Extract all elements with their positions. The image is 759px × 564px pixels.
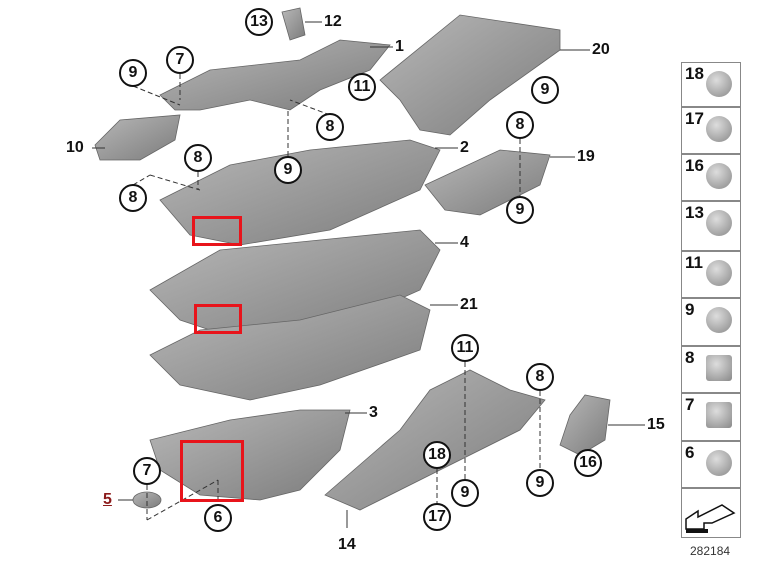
label[interactable]: 21 bbox=[460, 296, 478, 313]
part-15-bracket bbox=[559, 394, 611, 456]
callout[interactable]: 8 bbox=[316, 113, 344, 141]
legend-item[interactable]: 8 bbox=[681, 346, 741, 393]
label[interactable]: 14 bbox=[338, 536, 356, 553]
legend-item[interactable]: 18 bbox=[681, 62, 741, 107]
diagram-id: 282184 bbox=[690, 544, 731, 558]
legend-label: 11 bbox=[685, 253, 703, 272]
callout[interactable]: 7 bbox=[166, 46, 194, 74]
callout[interactable]: 16 bbox=[574, 449, 602, 477]
callout[interactable]: 8 bbox=[119, 184, 147, 212]
highlight-box bbox=[192, 216, 242, 246]
legend-item[interactable]: 17 bbox=[681, 107, 741, 154]
expansion-rivet-icon bbox=[706, 116, 732, 142]
direction-arrow-icon bbox=[685, 504, 736, 533]
hex-bolt-icon bbox=[706, 450, 732, 476]
part-14-rear-cover bbox=[324, 369, 546, 511]
label[interactable]: 2 bbox=[460, 139, 469, 156]
callout[interactable]: 9 bbox=[506, 196, 534, 224]
part-12-bracket bbox=[281, 7, 306, 41]
plug-icon bbox=[706, 210, 732, 236]
label[interactable]: 15 bbox=[647, 416, 665, 433]
callout[interactable]: 9 bbox=[119, 59, 147, 87]
callout[interactable]: 9 bbox=[526, 469, 554, 497]
label[interactable]: 3 bbox=[369, 404, 378, 421]
direction-arrow-box bbox=[681, 488, 741, 538]
legend-label: 8 bbox=[685, 348, 695, 367]
callout[interactable]: 18 bbox=[423, 441, 451, 469]
legend-item[interactable]: 16 bbox=[681, 154, 741, 201]
legend-item[interactable]: 6 bbox=[681, 441, 741, 488]
callout[interactable]: 8 bbox=[184, 144, 212, 172]
legend-label: 13 bbox=[685, 203, 704, 222]
part-1-front-panel bbox=[159, 39, 391, 111]
highlight-box bbox=[180, 440, 244, 502]
part-19-panel bbox=[424, 149, 551, 216]
callout[interactable]: 9 bbox=[531, 76, 559, 104]
nut-icon bbox=[706, 163, 732, 189]
label[interactable]: 1 bbox=[395, 38, 404, 55]
callout[interactable]: 8 bbox=[526, 363, 554, 391]
legend-label: 18 bbox=[685, 64, 704, 83]
legend-label: 9 bbox=[685, 300, 695, 319]
legend-label: 17 bbox=[685, 109, 704, 128]
label[interactable]: 12 bbox=[324, 13, 342, 30]
legend-label: 6 bbox=[685, 443, 695, 462]
legend-item[interactable]: 7 bbox=[681, 393, 741, 441]
bolt-icon bbox=[706, 71, 732, 97]
legend-item[interactable]: 11 bbox=[681, 251, 741, 298]
highlight-box bbox=[194, 304, 242, 334]
legend-label: 16 bbox=[685, 156, 704, 175]
label[interactable]: 5 bbox=[103, 491, 112, 508]
label[interactable]: 4 bbox=[460, 234, 469, 251]
clip-nut-icon bbox=[706, 355, 732, 381]
part-20-rear-panel bbox=[379, 14, 561, 136]
label[interactable]: 10 bbox=[66, 139, 84, 156]
callout[interactable]: 9 bbox=[451, 479, 479, 507]
callout[interactable]: 9 bbox=[274, 156, 302, 184]
callout[interactable]: 11 bbox=[451, 334, 479, 362]
part-21-underbody-panel bbox=[149, 294, 431, 401]
label[interactable]: 19 bbox=[577, 148, 595, 165]
legend-item[interactable]: 9 bbox=[681, 298, 741, 346]
part-10-side-trim bbox=[94, 114, 181, 161]
callout[interactable]: 13 bbox=[245, 8, 273, 36]
rivet-nut-icon bbox=[706, 260, 732, 286]
legend-label: 7 bbox=[685, 395, 695, 414]
spring-clip-icon bbox=[706, 402, 732, 428]
callout[interactable]: 8 bbox=[506, 111, 534, 139]
callout[interactable]: 17 bbox=[423, 503, 451, 531]
callout[interactable]: 7 bbox=[133, 457, 161, 485]
callout[interactable]: 6 bbox=[204, 504, 232, 532]
callout[interactable]: 11 bbox=[348, 73, 376, 101]
screw-icon bbox=[706, 307, 732, 333]
label[interactable]: 20 bbox=[592, 41, 610, 58]
legend-item[interactable]: 13 bbox=[681, 201, 741, 251]
